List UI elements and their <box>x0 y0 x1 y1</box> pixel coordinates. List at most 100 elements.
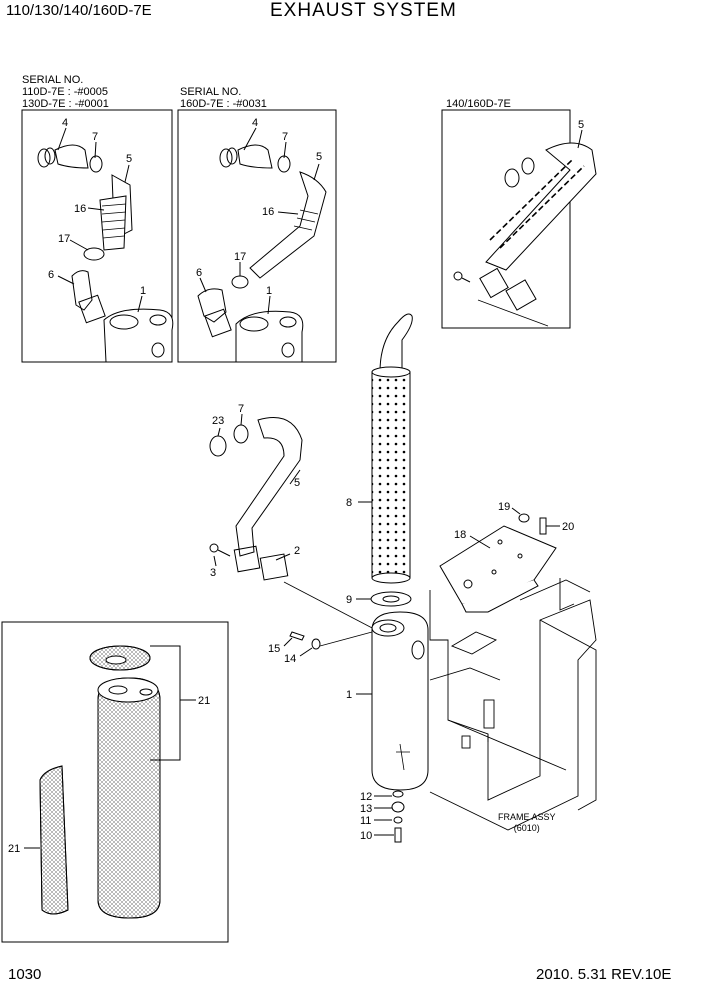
callout-a-4: 4 <box>62 117 68 129</box>
box-b-parts <box>197 127 327 363</box>
flange-icon <box>78 294 106 324</box>
muffler-icon <box>103 308 174 363</box>
callout-m-1: 1 <box>346 689 352 701</box>
callout-a-7: 7 <box>92 131 98 143</box>
callout-b-5: 5 <box>316 151 322 163</box>
perforated-guard-icon <box>371 371 411 579</box>
washer-14-icon <box>311 638 321 650</box>
page-title: EXHAUST SYSTEM <box>270 0 457 21</box>
flange-icon <box>479 267 509 299</box>
mesh-cylinder-icon <box>97 677 161 919</box>
nut-12-icon <box>392 790 404 798</box>
ring-icon <box>521 157 535 175</box>
bolt-10-icon <box>394 827 402 843</box>
detail-box-d <box>1 621 229 943</box>
gasket-icon <box>505 279 537 311</box>
gasket-9-icon <box>370 591 412 607</box>
elbow-icon <box>54 144 89 169</box>
callout-m-8: 8 <box>346 497 352 509</box>
callout-m-20: 20 <box>562 521 574 533</box>
revision-date: 2010. 5.31 REV.10E <box>536 966 672 983</box>
box-d-parts <box>24 645 196 919</box>
callout-a-16: 16 <box>74 203 86 215</box>
serial-label-a: SERIAL NO. 110D-7E : -#0005 130D-7E : -#… <box>22 74 109 110</box>
frame-assy-note: FRAME ASSY (6010) <box>498 812 556 834</box>
callout-m-3: 3 <box>210 567 216 579</box>
ring-icon <box>277 155 291 173</box>
callout-m-12: 12 <box>360 791 372 803</box>
callout-m-2: 2 <box>294 545 300 557</box>
clamp-icon <box>504 168 520 188</box>
callout-m-15: 15 <box>268 643 280 655</box>
mount-13-icon <box>391 801 405 813</box>
washer-11-icon <box>393 816 403 824</box>
callout-d-21-upper: 21 <box>198 695 210 707</box>
pipe-icon <box>249 171 327 279</box>
flange-icon <box>233 545 261 573</box>
frame-assy-line1: FRAME ASSY <box>498 812 556 822</box>
clamp-icon <box>219 148 233 168</box>
tailpipe-elbow-icon <box>379 313 413 374</box>
serial-a-line1: SERIAL NO. <box>22 74 84 86</box>
detail-box-a <box>21 109 173 363</box>
model-range: 110/130/140/160D-7E <box>6 2 152 19</box>
callout-b-7: 7 <box>282 131 288 143</box>
callout-m-23: 23 <box>212 415 224 427</box>
elbow-icon <box>237 144 273 169</box>
pipe-icon <box>485 142 597 271</box>
muffler-body-icon <box>371 611 429 791</box>
screw-20-icon <box>539 517 547 535</box>
ring-icon <box>89 155 103 173</box>
serial-a-line2: 110D-7E : -#0005 <box>22 86 109 98</box>
clamp-icon <box>37 148 51 168</box>
callout-m-13: 13 <box>360 803 372 815</box>
serial-b-line2: 160D-7E : -#0031 <box>180 98 267 110</box>
clamp-icon <box>83 247 105 261</box>
muffler-assembly <box>283 611 429 843</box>
callout-a-1: 1 <box>140 285 146 297</box>
clamp-icon <box>231 275 249 289</box>
callout-m-9: 9 <box>346 594 352 606</box>
callout-b-17: 17 <box>234 251 246 263</box>
callout-d-21-lower: 21 <box>8 843 20 855</box>
gasket-2-icon <box>259 553 289 581</box>
pipe-icon <box>71 270 93 311</box>
muffler-icon <box>235 310 304 363</box>
frame-assembly <box>429 578 597 831</box>
variant-label-c: 140/160D-7E <box>446 98 511 110</box>
callout-m-18: 18 <box>454 529 466 541</box>
pipe-5-icon <box>235 417 303 557</box>
callout-a-5: 5 <box>126 153 132 165</box>
box-a-parts <box>37 127 174 363</box>
callout-a-6: 6 <box>48 269 54 281</box>
clamp-23-icon <box>209 435 227 457</box>
tailpipe-assembly <box>356 313 413 607</box>
callout-labels: 4 7 5 16 17 6 1 4 7 5 16 17 6 1 5 23 7 5… <box>8 117 584 855</box>
ring-7-icon <box>233 424 249 444</box>
cap-19-icon <box>518 513 530 523</box>
callout-m-19: 19 <box>498 501 510 513</box>
bolt-15-icon <box>289 631 305 641</box>
callout-b-1: 1 <box>266 285 272 297</box>
callout-m-14: 14 <box>284 653 296 665</box>
serial-label-b: SERIAL NO. 160D-7E : -#0031 <box>180 86 267 110</box>
serial-a-line3: 130D-7E : -#0001 <box>22 98 109 110</box>
box-c-parts <box>453 129 597 327</box>
callout-c-5: 5 <box>578 119 584 131</box>
frame-assy-line2: (6010) <box>513 823 540 833</box>
callout-m-11: 11 <box>360 815 371 827</box>
callout-m-5: 5 <box>294 477 300 489</box>
bracket-assembly <box>439 507 560 613</box>
bolt-icon <box>453 271 463 281</box>
callout-b-4: 4 <box>252 117 258 129</box>
flange-icon <box>204 308 232 338</box>
pipe-icon <box>197 288 227 323</box>
callout-m-10: 10 <box>360 830 372 842</box>
callout-b-6: 6 <box>196 267 202 279</box>
callout-a-17: 17 <box>58 233 70 245</box>
main-pipe-assembly <box>209 413 377 631</box>
callout-b-16: 16 <box>262 206 274 218</box>
mesh-sheet-icon <box>39 765 69 915</box>
serial-b-line1: SERIAL NO. <box>180 86 242 98</box>
